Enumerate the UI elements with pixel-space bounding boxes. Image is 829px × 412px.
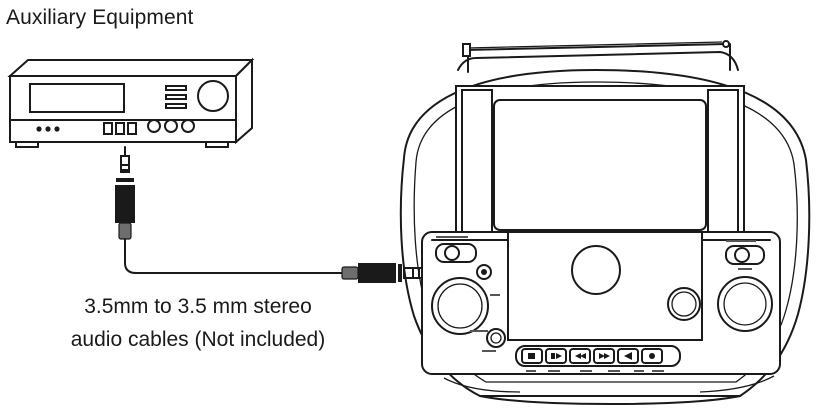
cable-caption-line-1: 3.5mm to 3.5 mm stereo [84, 295, 312, 318]
stereo-cable [124, 238, 344, 274]
audio-jack-icon [115, 146, 135, 240]
auxiliary-equipment-title: Auxiliary Equipment [6, 6, 194, 29]
boombox-icon [399, 40, 811, 405]
cable-caption: 3.5mm to 3.5 mm stereo audio cables (Not… [33, 290, 363, 356]
cable-caption-line-2: audio cables (Not included) [70, 328, 326, 351]
receiver-icon [7, 57, 255, 148]
